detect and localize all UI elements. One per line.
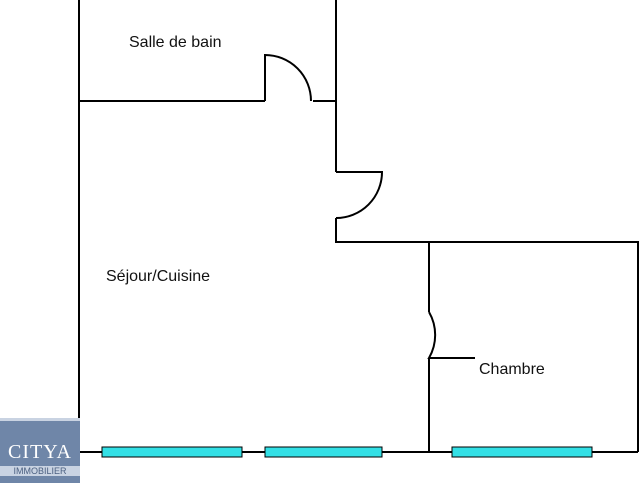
hall-door [335, 171, 384, 219]
logo-subtitle: IMMOBILIER [0, 466, 80, 476]
room-label-bathroom: Salle de bain [129, 34, 222, 51]
citya-logo: CITYA IMMOBILIER [0, 418, 80, 483]
window [451, 446, 593, 458]
window [101, 446, 243, 458]
windows [101, 446, 593, 458]
room-label-living: Séjour/Cuisine [106, 268, 211, 285]
walls [78, 0, 639, 453]
room-label-bedroom: Chambre [479, 361, 545, 378]
bathroom-door [264, 53, 312, 102]
logo-name: CITYA [8, 441, 72, 463]
window [264, 446, 383, 458]
bedroom-door [427, 311, 475, 359]
bathroom-right-wall [335, 0, 639, 452]
